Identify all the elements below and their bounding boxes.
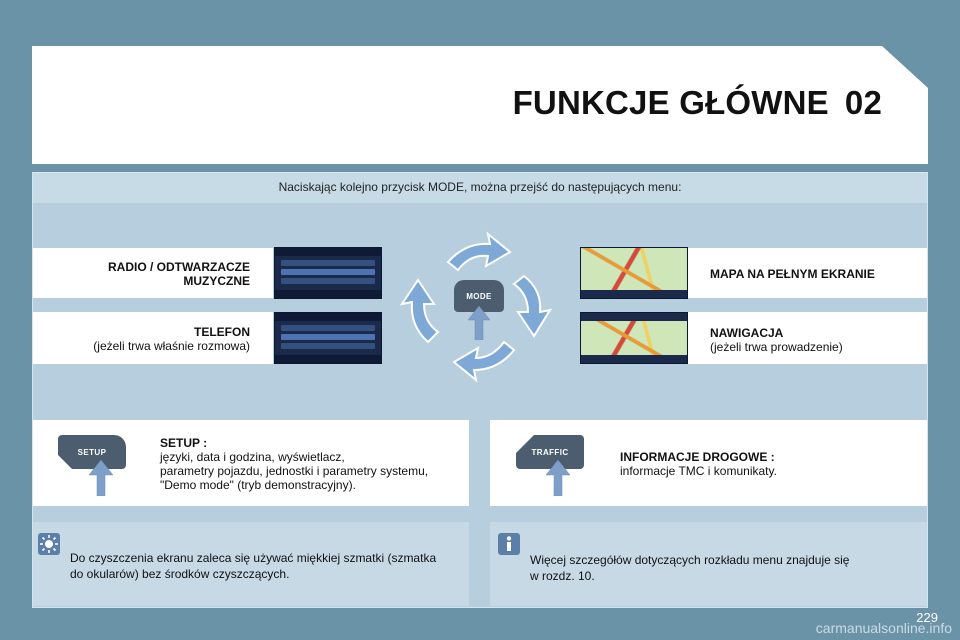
traffic-text: informacje TMC i komunikaty. [620,464,777,478]
menu-radio-title-1: RADIO / ODTWARZACZE [108,260,250,274]
info-note: Więcej szczegółów dotyczących rozkładu m… [530,552,920,584]
nawigacja-band [688,312,927,364]
mapa-band [688,248,927,298]
mode-up-arrow-icon [468,306,490,340]
mapa-screen-image [580,247,688,299]
setup-button[interactable]: SETUP [58,435,126,469]
chapter-number: 02 [844,84,882,121]
arrow-top-icon [446,231,512,272]
menu-telefon-label: TELEFON (jeżeli trwa właśnie rozmowa) [40,325,250,353]
setup-title: SETUP : [160,436,208,450]
mode-cycle-diagram [399,231,553,383]
radio-screen-image [274,247,382,299]
setup-line-2: parametry pojazdu, jednostki i parametry… [160,464,429,478]
cleaning-note: Do czyszczenia ekranu zaleca się używać … [70,550,465,582]
arrow-bottom-icon [452,340,516,383]
sun-icon [38,533,60,555]
menu-telefon-subtitle: (jeżeli trwa właśnie rozmowa) [93,339,250,353]
info-note-card [490,522,927,606]
arrow-right-icon [512,274,553,338]
cleaning-note-line-2: do okularów) bez środków czyszczących. [70,567,290,581]
header-card [32,46,928,164]
page-title-text: FUNKCJE GŁÓWNE [512,84,829,121]
info-note-line-1: Więcej szczegółów dotyczących rozkładu m… [530,553,850,567]
setup-up-arrow-icon [89,460,113,496]
radio-band [33,248,273,298]
telefon-band [33,312,273,364]
traffic-title: INFORMACJE DROGOWE : [620,450,775,464]
intro-text: Naciskając kolejno przycisk MODE, można … [278,180,682,194]
nawigacja-screen-image [580,312,688,364]
traffic-description: INFORMACJE DROGOWE : informacje TMC i ko… [620,450,920,478]
menu-nawigacja-subtitle: (jeżeli trwa prowadzenie) [710,340,843,354]
page-title: FUNKCJE GŁÓWNE 02 [0,84,882,122]
menu-nawigacja-label: NAWIGACJA (jeżeli trwa prowadzenie) [710,326,920,354]
menu-radio-label: RADIO / ODTWARZACZE MUZYCZNE [40,260,250,288]
setup-line-3: "Demo mode" (tryb demonstracyjny). [160,478,356,492]
page-number: 229 [916,610,938,625]
arrow-left-icon [399,278,440,344]
traffic-up-arrow-icon [546,460,570,496]
info-icon [498,533,520,555]
telefon-screen-image [274,312,382,364]
setup-line-1: języki, data i godzina, wyświetlacz, [160,450,345,464]
cleaning-note-line-1: Do czyszczenia ekranu zaleca się używać … [70,551,437,565]
menu-nawigacja-title: NAWIGACJA [710,326,784,340]
menu-mapa-title: MAPA NA PEŁNYM EKRANIE [710,267,875,281]
setup-description: SETUP : języki, data i godzina, wyświetl… [160,436,460,492]
intro-bar [33,173,927,203]
info-note-line-2: w rozdz. 10. [530,569,595,583]
menu-radio-title-2: MUZYCZNE [183,274,250,288]
menu-telefon-title: TELEFON [194,325,250,339]
cleaning-note-card [33,522,469,606]
watermark: carmanualsonline.info [815,620,952,636]
menu-mapa-label: MAPA NA PEŁNYM EKRANIE [710,267,920,281]
